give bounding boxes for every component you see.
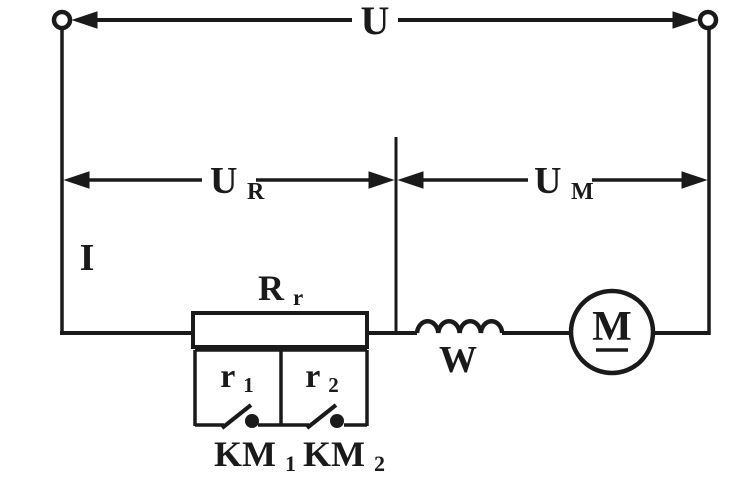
um-label: U M: [534, 160, 594, 205]
switch-contact-dot: [245, 414, 259, 428]
terminal-left-icon: [51, 9, 73, 31]
ur-dimension: [63, 171, 395, 189]
w-label: W: [439, 339, 477, 381]
u-dimension: [71, 11, 699, 29]
motor-icon: M: [568, 288, 656, 376]
rr-label: R r: [258, 268, 303, 310]
km1-label: KM 1: [214, 434, 296, 476]
km2-label: KM 2: [303, 434, 385, 476]
motor-label: M: [592, 304, 632, 350]
r2-label: r 2: [305, 358, 338, 397]
u-label: U: [361, 0, 390, 43]
arrow-left-icon: [71, 11, 98, 29]
arrow-right-icon: [368, 171, 395, 189]
switch-km2-icon: [305, 403, 344, 430]
arrow-right-icon: [672, 11, 699, 29]
switch-blade: [305, 403, 338, 430]
terminal-right-icon: [697, 9, 719, 31]
arrow-right-icon: [681, 171, 708, 189]
r1-label: r 1: [220, 358, 253, 397]
switch-blade: [220, 403, 253, 430]
arrow-left-icon: [397, 171, 424, 189]
switch-contact-dot: [330, 414, 344, 428]
current-label: I: [80, 237, 95, 279]
inductor-coil-icon: [414, 319, 505, 334]
switch-km1-icon: [220, 403, 259, 430]
ur-label: U R: [210, 160, 265, 205]
resistor-box-icon: [191, 311, 369, 349]
um-dimension: [397, 171, 708, 189]
arrow-left-icon: [63, 171, 90, 189]
resistor-sections: [193, 348, 369, 427]
motor-circle: [568, 288, 656, 376]
